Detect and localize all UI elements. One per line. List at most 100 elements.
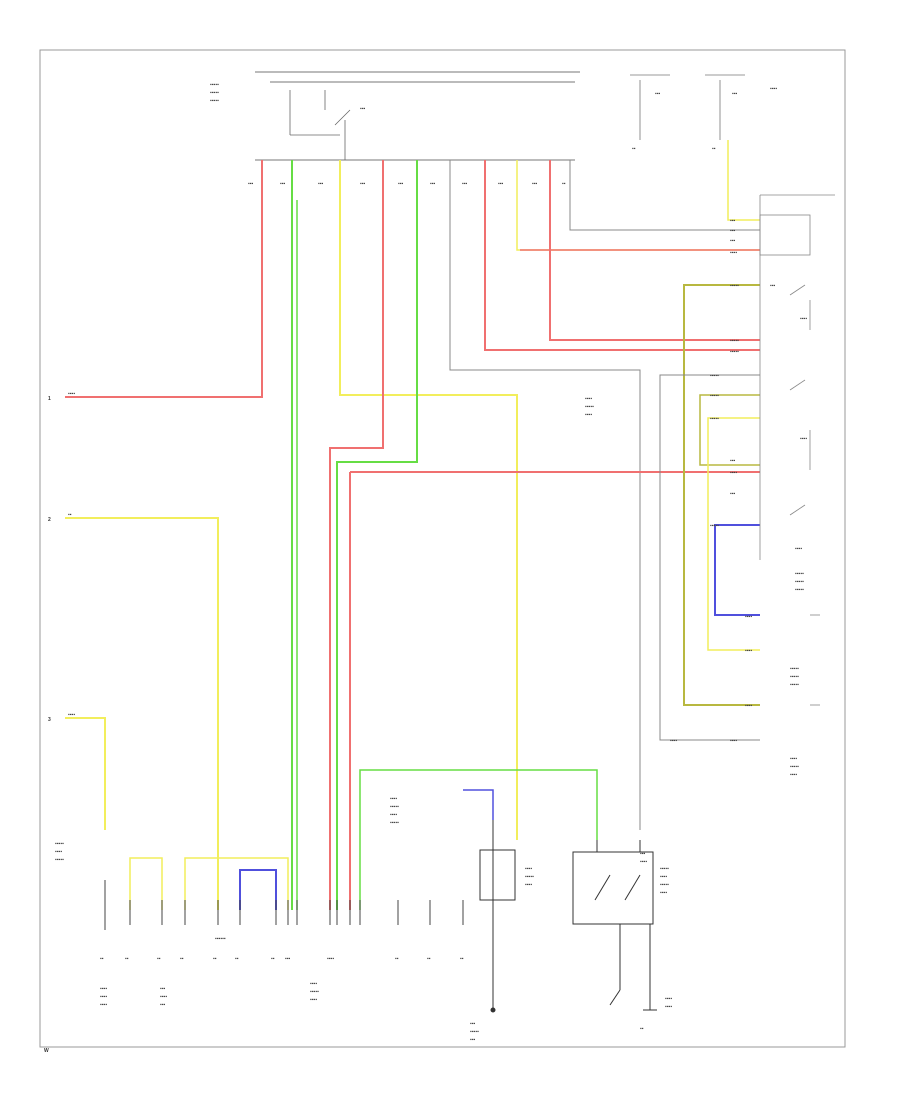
svg-text:▪▪▪▪: ▪▪▪▪	[55, 849, 62, 855]
svg-text:▪▪: ▪▪	[68, 512, 72, 518]
svg-text:▪▪: ▪▪	[562, 181, 566, 187]
svg-text:▪▪▪▪▪: ▪▪▪▪▪	[730, 338, 739, 344]
svg-text:▪▪▪▪: ▪▪▪▪	[730, 738, 737, 744]
side-marker: 1	[48, 396, 51, 402]
svg-text:▪▪▪▪▪▪: ▪▪▪▪▪▪	[215, 936, 226, 942]
svg-text:▪▪▪▪: ▪▪▪▪	[310, 997, 317, 1003]
ground-symbol	[609, 989, 657, 1011]
svg-text:▪▪▪▪: ▪▪▪▪	[100, 994, 107, 1000]
svg-text:▪▪▪: ▪▪▪	[430, 181, 436, 187]
svg-text:▪▪▪▪: ▪▪▪▪	[390, 812, 397, 818]
svg-text:▪▪▪▪: ▪▪▪▪	[525, 866, 532, 872]
relay-block-label: ▪▪▪▪▪	[210, 82, 219, 88]
svg-text:▪▪▪▪: ▪▪▪▪	[68, 391, 75, 397]
svg-text:▪▪▪▪▪: ▪▪▪▪▪	[730, 349, 739, 355]
speed-sensor	[479, 820, 516, 1013]
wire-yellow-2	[65, 517, 219, 910]
svg-text:▪▪▪: ▪▪▪	[730, 228, 736, 234]
top-right-fuses	[630, 74, 745, 140]
svg-text:▪▪▪: ▪▪▪	[470, 1021, 476, 1027]
svg-text:▪▪▪▪▪: ▪▪▪▪▪	[55, 857, 64, 863]
svg-text:▪▪▪▪▪: ▪▪▪▪▪	[790, 674, 799, 680]
svg-text:▪▪▪▪: ▪▪▪▪	[585, 396, 592, 402]
svg-text:▪▪▪: ▪▪▪	[532, 181, 538, 187]
wire-olive-b	[699, 394, 760, 466]
blue-jumper	[239, 869, 277, 910]
svg-text:▪▪: ▪▪	[100, 956, 104, 962]
wire-blue-b	[463, 789, 494, 820]
bottom-pin-labels: ▪▪ ▪▪ ▪▪ ▪▪ ▪▪ ▪▪ ▪▪ ▪▪▪ ▪▪▪▪ ▪▪ ▪▪ ▪▪	[100, 956, 464, 962]
svg-text:▪▪▪▪: ▪▪▪▪	[790, 756, 797, 762]
svg-text:▪▪▪▪: ▪▪▪▪	[745, 614, 752, 620]
svg-text:▪▪▪: ▪▪▪	[730, 458, 736, 464]
wire-blue-a	[714, 524, 760, 616]
svg-text:▪▪▪▪▪: ▪▪▪▪▪	[210, 98, 219, 104]
svg-text:▪▪▪▪▪: ▪▪▪▪▪	[730, 283, 739, 289]
svg-text:▪▪▪▪: ▪▪▪▪	[585, 412, 592, 418]
svg-text:▪▪▪: ▪▪▪	[360, 106, 366, 112]
svg-text:▪▪▪▪: ▪▪▪▪	[160, 994, 167, 1000]
svg-text:▪▪▪▪: ▪▪▪▪	[795, 546, 802, 552]
svg-text:▪▪▪▪▪: ▪▪▪▪▪	[660, 882, 669, 888]
wire-yellow-d	[727, 140, 760, 221]
svg-text:▪▪▪: ▪▪▪	[280, 181, 286, 187]
svg-text:▪▪▪▪▪: ▪▪▪▪▪	[210, 90, 219, 96]
svg-text:▪▪▪: ▪▪▪	[462, 181, 468, 187]
svg-text:▪▪▪: ▪▪▪	[318, 181, 324, 187]
svg-text:▪▪▪▪: ▪▪▪▪	[100, 986, 107, 992]
wire-yellow-b	[339, 160, 518, 840]
wire-red-f	[349, 471, 760, 910]
right-connector-frame	[759, 194, 835, 706]
wire-gray-c	[659, 374, 760, 741]
svg-text:▪▪▪▪: ▪▪▪▪	[800, 316, 807, 322]
svg-text:▪▪: ▪▪	[427, 956, 431, 962]
svg-text:▪▪▪▪▪: ▪▪▪▪▪	[470, 1029, 479, 1035]
svg-text:▪▪: ▪▪	[640, 1026, 644, 1032]
diagram-border	[39, 49, 846, 1048]
side-marker: 3	[48, 717, 51, 723]
svg-text:▪▪: ▪▪	[395, 956, 399, 962]
svg-text:▪▪▪▪▪: ▪▪▪▪▪	[790, 764, 799, 770]
svg-text:▪▪▪: ▪▪▪	[160, 1002, 166, 1008]
wire-red-1	[65, 160, 263, 398]
svg-text:▪▪▪▪▪: ▪▪▪▪▪	[710, 416, 719, 422]
wire-red-c	[484, 160, 760, 351]
svg-text:▪▪▪▪: ▪▪▪▪	[665, 996, 672, 1002]
wire-yellow-c	[516, 160, 760, 251]
svg-text:▪▪▪: ▪▪▪	[655, 91, 661, 97]
svg-text:▪▪▪: ▪▪▪	[732, 91, 738, 97]
svg-text:▪▪▪▪▪: ▪▪▪▪▪	[710, 373, 719, 379]
svg-text:▪▪▪: ▪▪▪	[730, 491, 736, 497]
svg-text:▪▪▪: ▪▪▪	[398, 181, 404, 187]
svg-text:▪▪▪▪: ▪▪▪▪	[68, 712, 75, 718]
svg-text:▪▪▪▪: ▪▪▪▪	[730, 250, 737, 256]
bottom-component-labels: ▪▪▪▪ ▪▪▪▪ ▪▪▪▪ ▪▪▪ ▪▪▪▪ ▪▪▪ ▪▪▪▪▪▪ ▪▪▪▪ …	[55, 796, 647, 1043]
svg-text:▪▪▪▪: ▪▪▪▪	[665, 1004, 672, 1010]
svg-text:▪▪▪▪▪: ▪▪▪▪▪	[710, 393, 719, 399]
svg-text:▪▪▪▪: ▪▪▪▪	[660, 890, 667, 896]
svg-text:▪▪▪▪: ▪▪▪▪	[327, 956, 334, 962]
svg-text:▪▪▪: ▪▪▪	[730, 218, 736, 224]
svg-text:▪▪▪: ▪▪▪	[160, 986, 166, 992]
wire-yellow-e	[707, 417, 760, 651]
svg-text:▪▪▪▪: ▪▪▪▪	[730, 470, 737, 476]
svg-text:▪▪▪▪▪: ▪▪▪▪▪	[710, 523, 719, 529]
svg-text:▪▪▪▪: ▪▪▪▪	[745, 703, 752, 709]
svg-text:▪▪▪▪▪: ▪▪▪▪▪	[310, 989, 319, 995]
svg-text:▪▪▪▪▪: ▪▪▪▪▪	[390, 820, 399, 826]
wire-olive-a	[683, 284, 760, 706]
right-labels: ▪▪▪ ▪▪▪ ▪▪▪ ▪▪▪▪ ▪▪▪▪▪ ▪▪▪ ▪▪▪▪ ▪▪▪▪▪ ▪▪…	[585, 218, 807, 778]
main-relay-block	[289, 90, 351, 160]
svg-text:▪▪: ▪▪	[271, 956, 275, 962]
svg-text:▪▪▪▪: ▪▪▪▪	[800, 436, 807, 442]
wire-gray-a	[449, 160, 641, 830]
svg-text:▪▪▪▪▪: ▪▪▪▪▪	[795, 579, 804, 585]
svg-text:▪▪▪: ▪▪▪	[498, 181, 504, 187]
top-bus	[255, 71, 580, 161]
svg-text:▪▪▪▪: ▪▪▪▪	[770, 86, 777, 92]
svg-text:▪▪▪▪: ▪▪▪▪	[390, 796, 397, 802]
svg-text:▪▪▪▪: ▪▪▪▪	[525, 882, 532, 888]
svg-text:▪▪▪▪▪: ▪▪▪▪▪	[660, 866, 669, 872]
svg-text:▪▪▪▪: ▪▪▪▪	[640, 859, 647, 865]
